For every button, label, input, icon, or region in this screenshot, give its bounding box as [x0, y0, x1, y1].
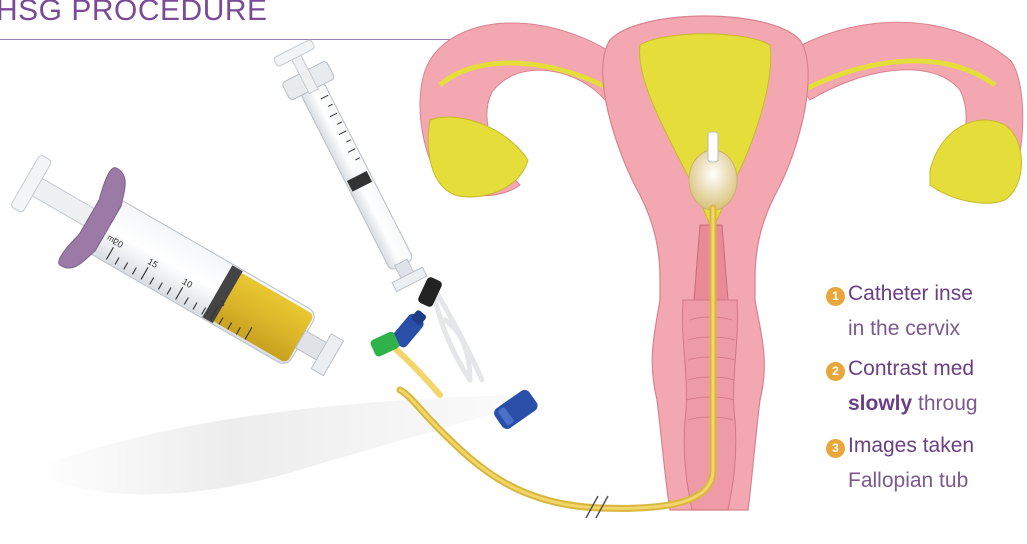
- blue-hub-connector: [492, 388, 540, 432]
- catheter-tip: [708, 132, 718, 162]
- step-2-detail: throug: [912, 392, 977, 415]
- step-1-badge: 1: [826, 287, 845, 306]
- step-2-badge: 2: [826, 362, 845, 381]
- step-1-title: Catheter inse: [848, 282, 973, 306]
- right-fimbria: [930, 120, 1022, 203]
- step-3-badge: 3: [826, 439, 845, 458]
- step-2-detail-bold: slowly: [848, 392, 912, 415]
- small-syringe: [270, 37, 434, 295]
- step-3-detail: Fallopian tub: [848, 469, 968, 493]
- step-2-title: Contrast med: [848, 357, 974, 381]
- large-syringe: ml 20 15 10 5: [0, 132, 362, 407]
- step-2-detail-line: slowly throug: [848, 392, 978, 416]
- step-3-title: Images taken: [848, 434, 974, 458]
- step-1-detail: in the cervix: [848, 317, 960, 341]
